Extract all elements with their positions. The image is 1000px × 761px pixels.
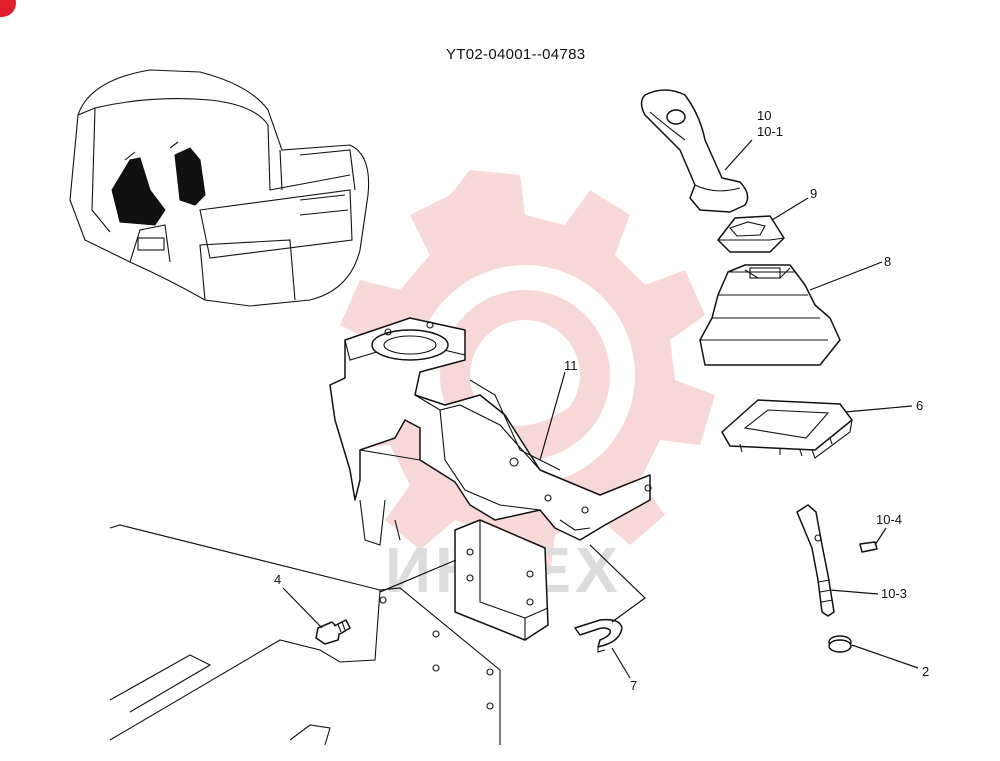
- part-bellows-boot: [699, 264, 841, 366]
- part-small-boot: [717, 215, 785, 253]
- callout-10: 10: [757, 108, 771, 123]
- callout-6: 6: [916, 398, 923, 413]
- callout-10-3: 10-3: [881, 586, 907, 601]
- callout-7: 7: [630, 678, 637, 693]
- part-bolt: [315, 619, 351, 645]
- callout-9: 9: [810, 186, 817, 201]
- floor-plate: [109, 524, 501, 746]
- part-pin: [859, 541, 878, 553]
- part-knob: [640, 89, 749, 213]
- callout-2: 2: [922, 664, 929, 679]
- part-u-clip: [574, 618, 623, 653]
- brand-badge-icon: [0, 0, 16, 17]
- part-frame-plate: [721, 399, 853, 459]
- callout-10-4: 10-4: [876, 512, 902, 527]
- callout-4: 4: [274, 572, 281, 587]
- callout-8: 8: [884, 254, 891, 269]
- leader-lines: [282, 139, 919, 679]
- callout-10-1: 10-1: [757, 124, 783, 139]
- callout-11: 11: [564, 358, 578, 373]
- part-ring: [828, 635, 852, 653]
- part-console-bracket: [329, 317, 652, 641]
- document-code: YT02-04001--04783: [446, 46, 586, 63]
- part-lever: [796, 504, 835, 617]
- cabin-inset-illustration: [69, 69, 370, 307]
